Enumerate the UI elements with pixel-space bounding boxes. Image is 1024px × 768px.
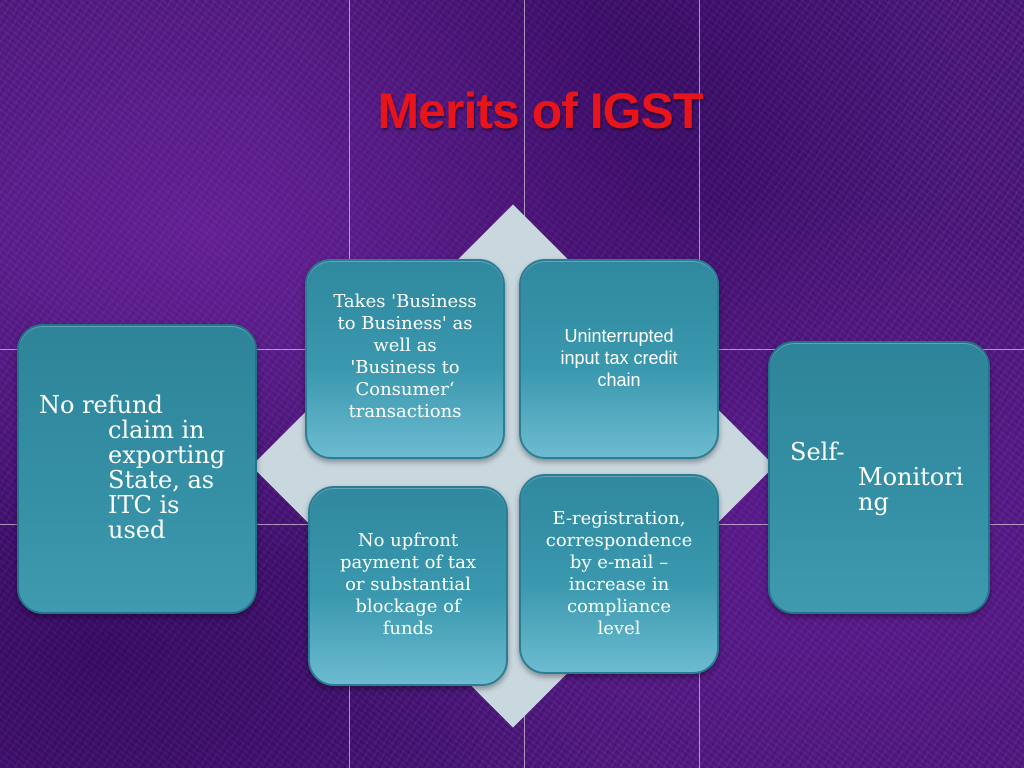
merit-box-no-upfront: No upfront payment of tax or substantial… [308, 486, 508, 686]
text-line: ng [858, 488, 889, 516]
text-line: blockage of [355, 596, 461, 617]
text-line: chain [597, 370, 641, 390]
text-line: No refund [39, 391, 163, 419]
merit-text-b2b: Takes 'Business to Business' as well as … [319, 261, 490, 423]
merit-box-no-refund: No refund claim in exporting State, as I… [17, 324, 257, 614]
text-line: Self- [790, 438, 845, 466]
text-line: Takes 'Business [333, 291, 477, 312]
merit-box-self-monitoring: Self- Monitori ng [768, 341, 990, 614]
text-line: No upfront [357, 530, 459, 551]
text-line: increase in [568, 574, 670, 595]
merit-text-no-upfront: No upfront payment of tax or substantial… [326, 488, 490, 640]
merit-text-e-registration: E-registration, correspondence by e-mail… [532, 476, 706, 640]
merit-box-e-registration: E-registration, correspondence by e-mail… [519, 474, 719, 674]
text-line: well as [373, 335, 437, 356]
text-line: transactions [348, 401, 462, 422]
text-line: funds [382, 618, 434, 639]
text-line: compliance [566, 596, 672, 617]
text-line: Monitori [858, 463, 964, 491]
text-line: correspondence [545, 530, 693, 551]
text-line: exporting [108, 441, 226, 469]
text-line: Consumer‘ [355, 379, 455, 400]
text-line: used [108, 516, 166, 544]
text-line: input tax credit [560, 348, 678, 368]
text-line: to Business' as [337, 313, 473, 334]
merit-text-itc-chain: Uninterrupted input tax credit chain [546, 261, 691, 391]
text-line: 'Business to [350, 357, 460, 378]
text-line: level [597, 618, 641, 639]
text-line: ITC is [108, 491, 180, 519]
text-line: Uninterrupted [564, 326, 674, 346]
merit-box-b2b: Takes 'Business to Business' as well as … [305, 259, 505, 459]
merit-box-itc-chain: Uninterrupted input tax credit chain [519, 259, 719, 459]
merit-text-self-monitoring: Self- Monitori ng [770, 343, 963, 515]
text-line: claim in [108, 416, 205, 444]
text-line: by e-mail – [569, 552, 669, 573]
slide-title: Merits of IGST [377, 83, 704, 139]
merit-text-no-refund: No refund claim in exporting State, as I… [19, 326, 225, 543]
text-line: State, as [108, 466, 215, 494]
text-line: or substantial [345, 574, 471, 595]
text-line: payment of tax [339, 552, 477, 573]
text-line: E-registration, [552, 508, 686, 529]
